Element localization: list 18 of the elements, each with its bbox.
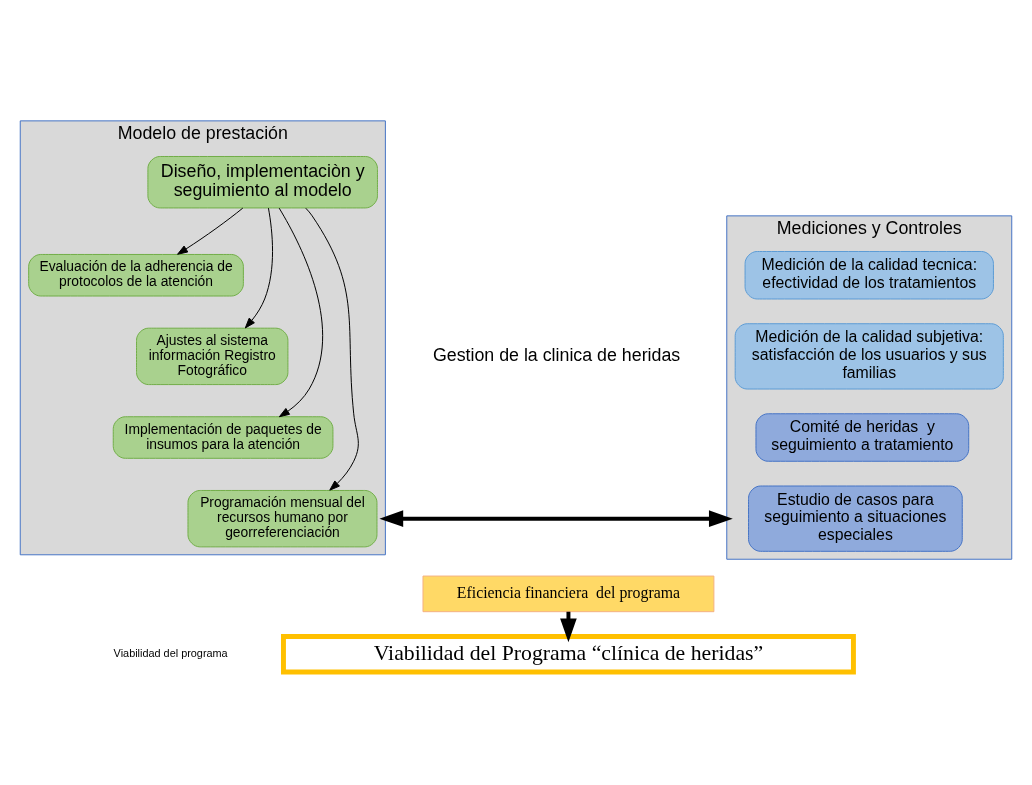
label: Gestion de la clinica de heridas [432,344,681,365]
node-box: Evaluación de la adherencia de protocolos de la atención [28,253,244,297]
node-box: Medición de la calidad tecnica: efectividad de los tratamientos [744,251,994,300]
label: Viabilidad del programa [113,647,228,659]
node-box: Eficiencia financiera del programa [422,575,715,613]
node-box: Programación mensual del recursos humano por georreferenciación [187,489,378,548]
arrow [305,207,359,491]
arrow [244,207,274,329]
node-box: Medición de la calidad subjetiva: satisfacción de los usuarios y sus familias [734,323,1004,390]
node-box: Estudio de casos para seguimiento a situaciones especiales [748,485,963,552]
node-box: Implementación de paquetes de insumos para la atención [112,416,334,459]
node-box: Viabilidad del Programa “clínica de heridas” [281,633,856,675]
arrow [278,207,324,418]
node-box: Comité de heridas y seguimiento a tratamiento [755,413,970,462]
arrow [379,510,733,527]
arrow [177,207,244,255]
node-box: Diseño, implementaciòn y seguimiento al modelo [147,156,378,209]
node-box: Ajustes al sistema información Registro Fotográfico [136,327,289,386]
